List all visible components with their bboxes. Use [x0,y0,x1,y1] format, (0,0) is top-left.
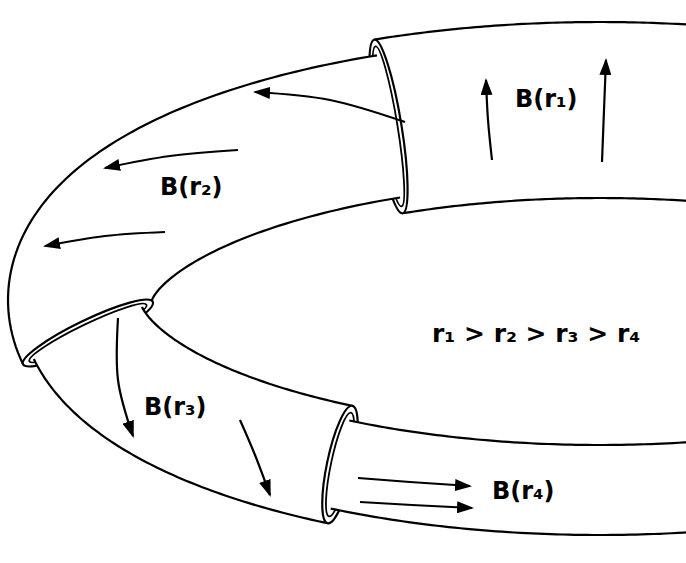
field-arrow [358,478,470,486]
field-arrow [602,60,606,162]
field-arrow [105,150,238,168]
field-arrow [117,318,133,436]
field-arrow [486,80,492,160]
shell-surface [34,307,353,523]
shell-outline [8,55,377,364]
field-arrows [45,60,606,508]
field-arrow [360,502,472,508]
field-arrow [240,420,270,495]
shell-outline [331,509,686,535]
shell-outline [374,22,686,40]
shell-surface [331,421,686,535]
field-label: B(r₄) [490,478,557,504]
shell-outline [152,197,400,301]
field-label: B(r₁) [513,86,580,112]
shell-surface [374,22,686,213]
field-label: B(r₃) [142,394,209,420]
shell-outline [142,307,352,406]
radius-relation: r₁ > r₂ > r₃ > r₄ [430,320,642,348]
torus-shells [8,22,686,535]
field-arrow [255,92,405,122]
field-arrow [45,232,165,246]
field-label: B(r₂) [158,174,225,200]
shell-outline [403,198,686,213]
shell-outline [34,359,328,523]
shell-outline [349,421,686,445]
